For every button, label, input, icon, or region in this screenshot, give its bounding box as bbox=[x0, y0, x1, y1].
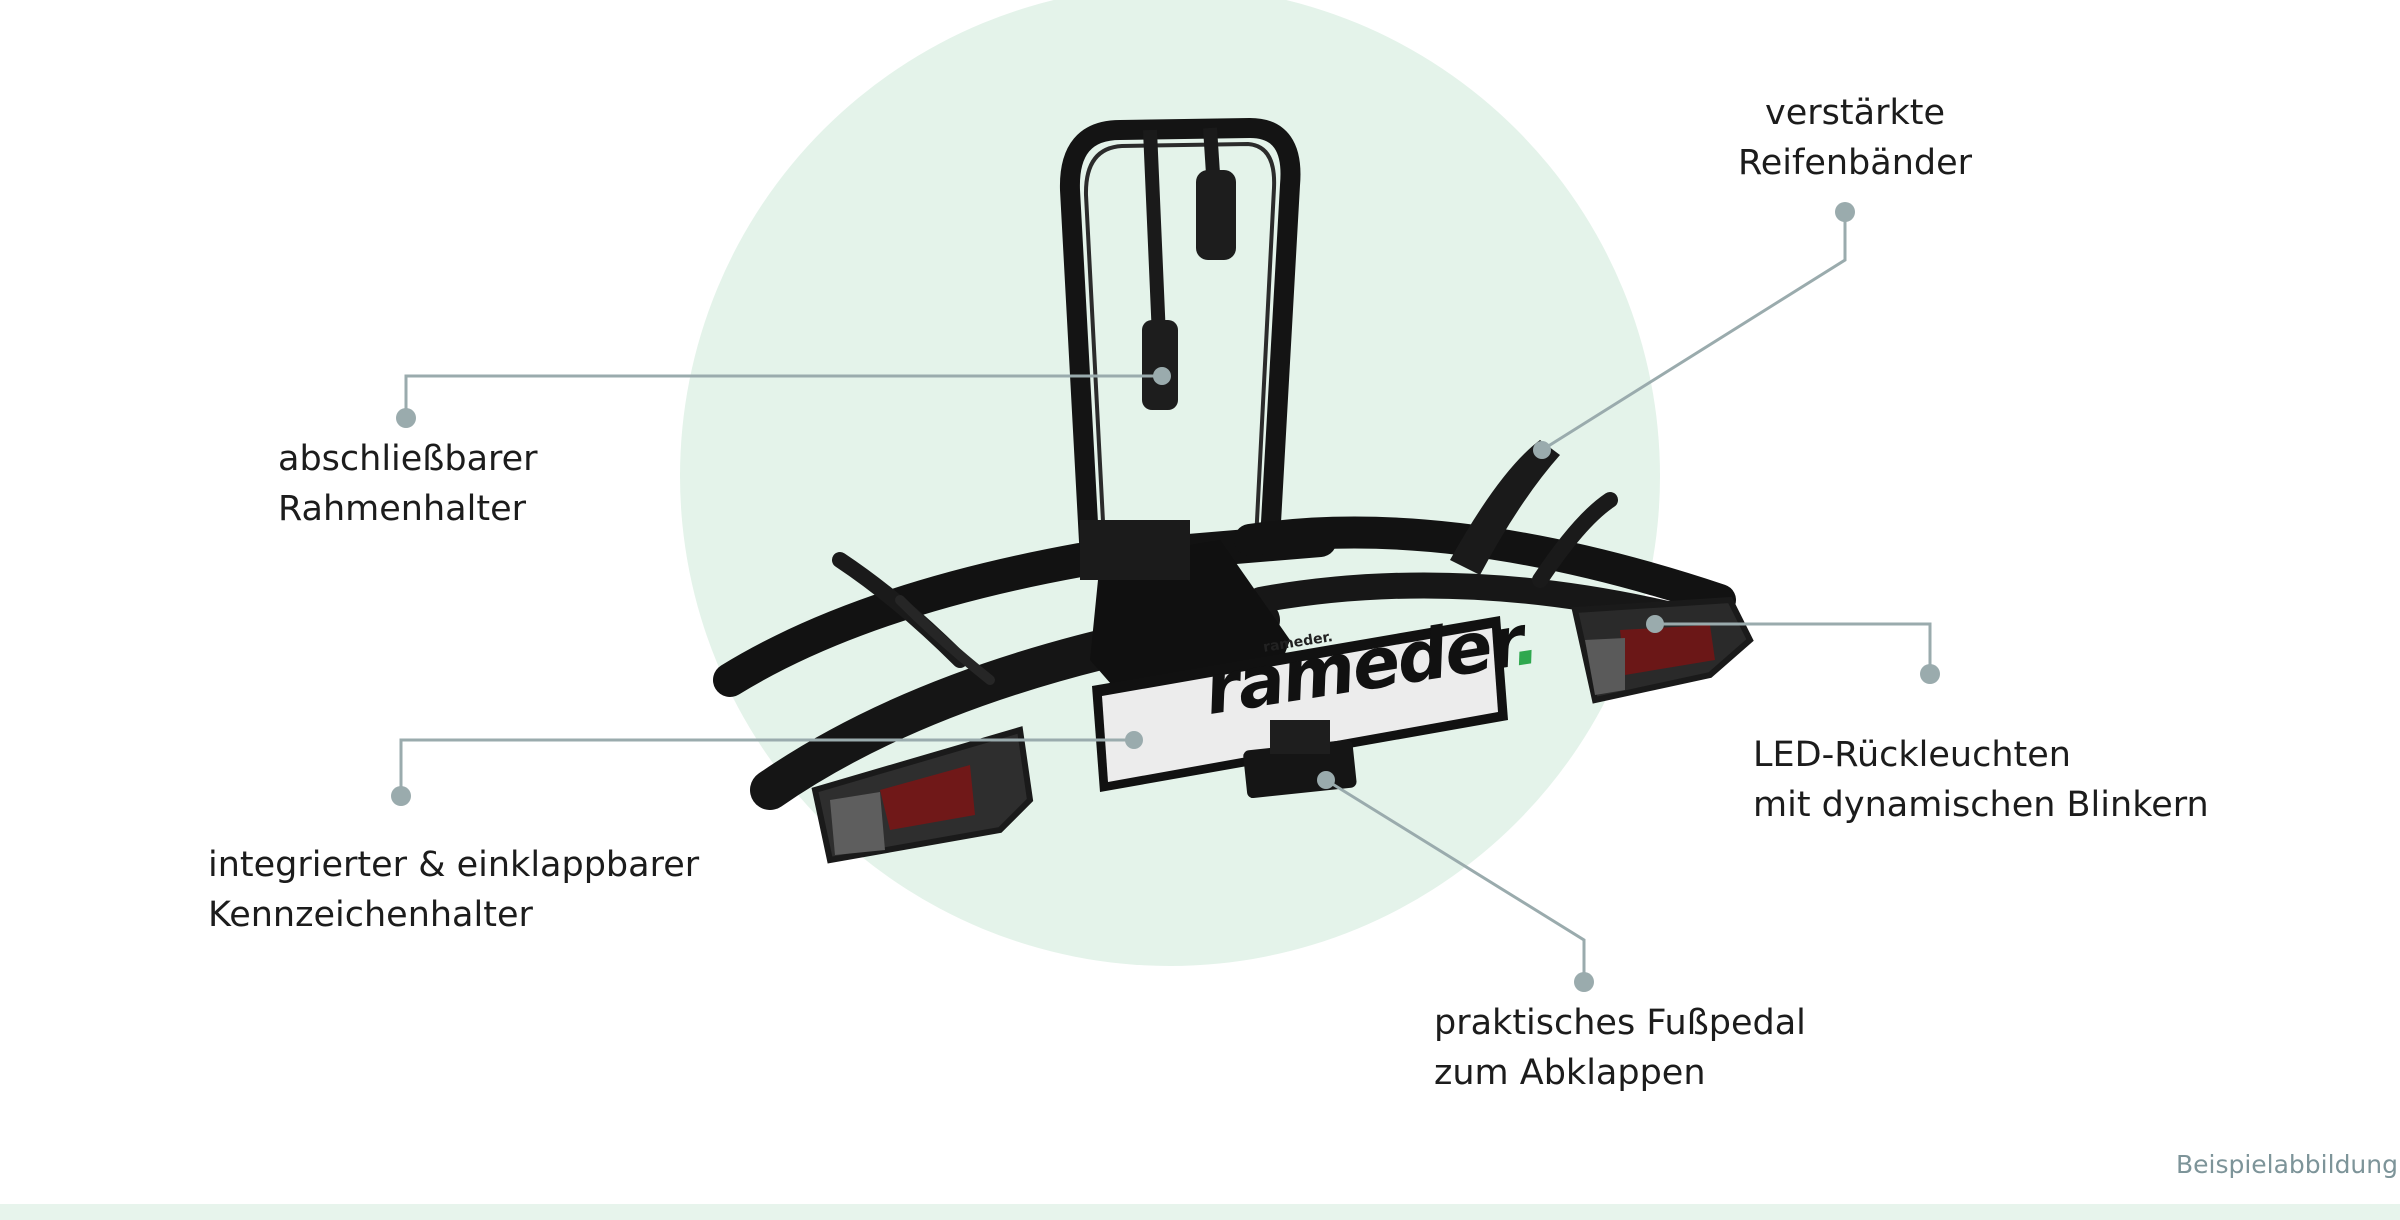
leader-dots bbox=[391, 202, 1940, 992]
bottom-band bbox=[0, 1204, 2400, 1220]
leader-line-led-lights bbox=[1655, 622, 1932, 674]
callout-frame-holder: abschließbarer Rahmenhalter bbox=[278, 439, 538, 529]
bike-carrier-image bbox=[713, 118, 1754, 864]
leader-lines bbox=[399, 212, 1932, 982]
callout-plate-holder: integrierter & einklappbarer Kennzeichen… bbox=[208, 845, 700, 935]
leader-line-plate-holder bbox=[399, 738, 1134, 796]
callout-led-lights: LED-Rückleuchten mit dynamischen Blinker… bbox=[1753, 735, 2209, 825]
leader-line-foot-pedal bbox=[1325, 778, 1586, 982]
leader-line-tire-straps bbox=[1541, 212, 1847, 452]
leader-line-frame-holder bbox=[404, 374, 1162, 418]
image-caption: Beispielabbildung bbox=[2175, 1150, 2398, 1179]
callout-foot-pedal: praktisches Fußpedal zum Abklappen bbox=[1434, 1003, 1806, 1093]
callout-tire-straps: verstärkte Reifenbänder bbox=[1738, 93, 1973, 183]
